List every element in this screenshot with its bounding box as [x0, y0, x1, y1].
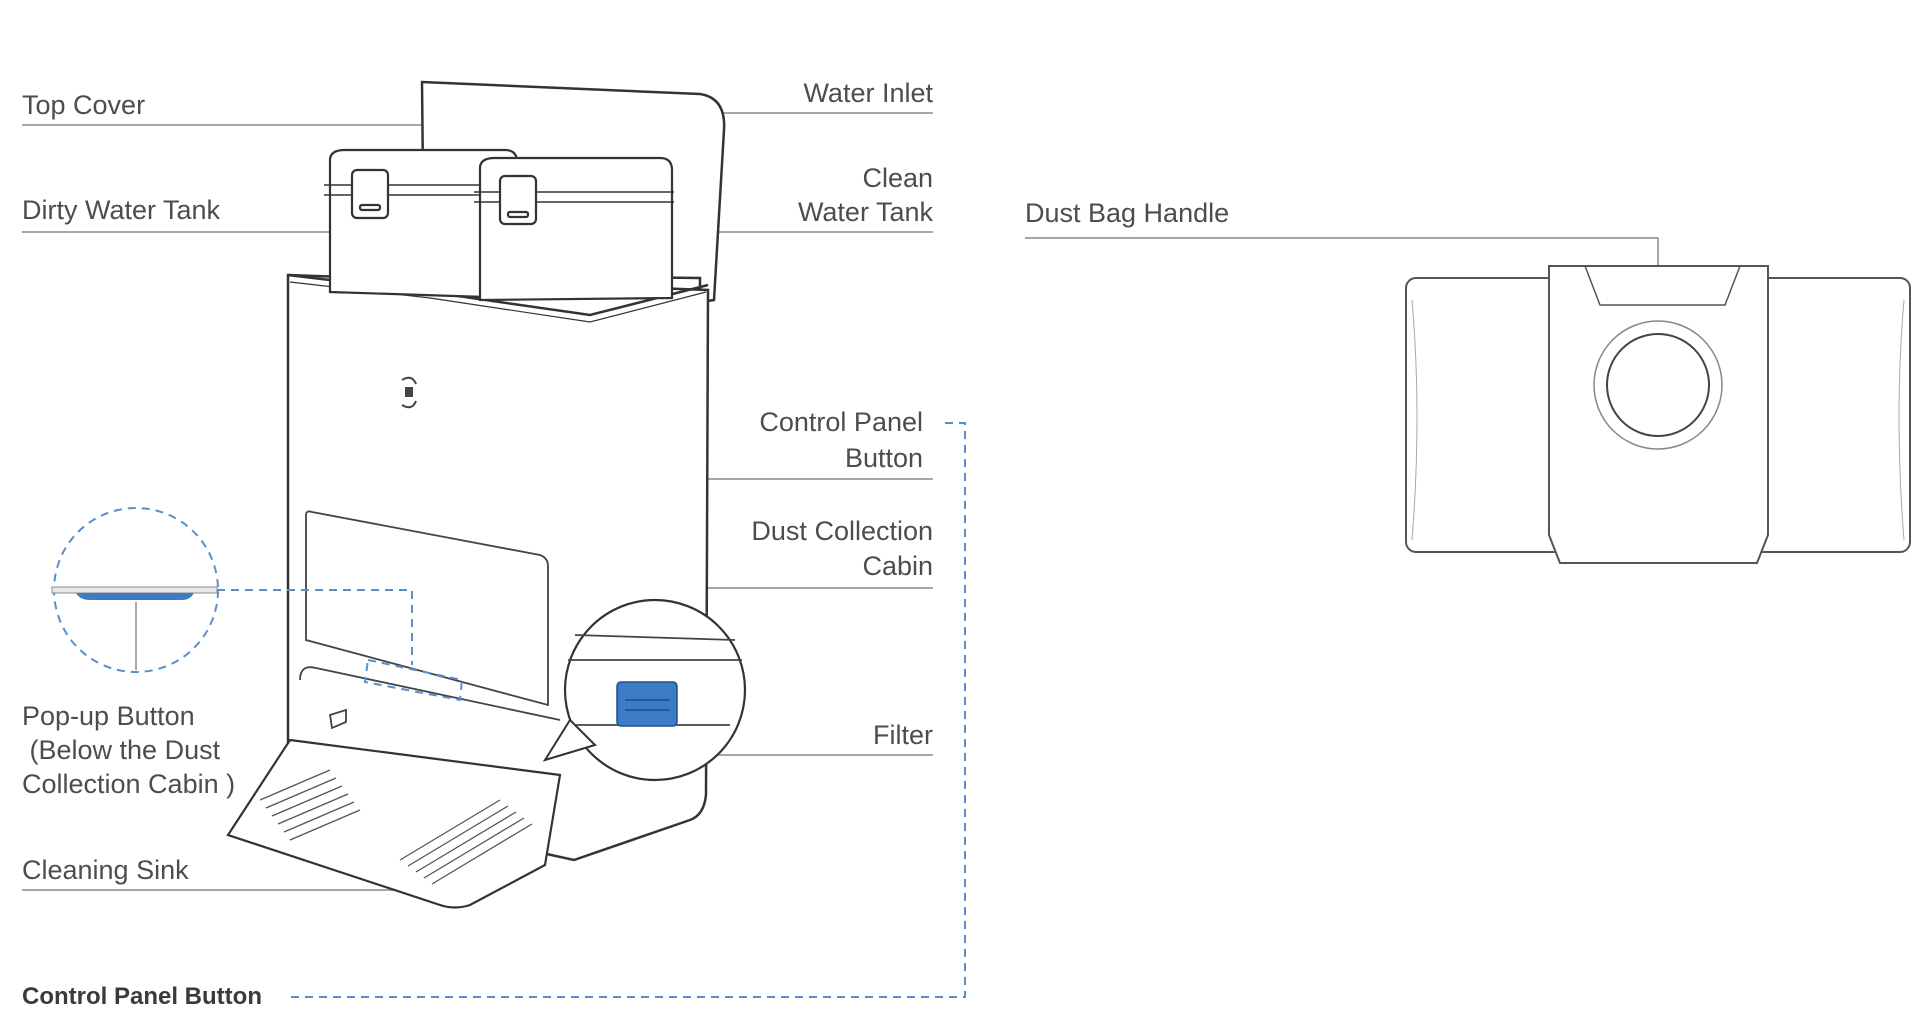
label-dirty-water-tank: Dirty Water Tank [22, 195, 221, 225]
filter-part [616, 681, 678, 727]
label-dust-bag-handle: Dust Bag Handle [1025, 198, 1230, 228]
control-panel-button-glyph [401, 376, 417, 409]
filter-magnifier [542, 598, 747, 782]
label-dust-collection-cabin-line1: Dust Collection [751, 516, 933, 546]
popup-button-magnifier [51, 507, 219, 673]
label-popup-button-line1: Pop-up Button [22, 701, 195, 731]
label-popup-button-line3: Collection Cabin ) [22, 769, 236, 799]
dirty-water-tank-art [324, 148, 519, 300]
label-control-panel-button-footer: Control Panel Button [22, 983, 262, 1010]
label-water-inlet: Water Inlet [803, 78, 933, 108]
cleaning-sink-grooves [259, 769, 533, 885]
label-filter: Filter [873, 720, 933, 750]
cleaning-sink-art [226, 738, 562, 909]
popup-button-dashed-guides [217, 589, 464, 702]
label-control-panel-button-line2: Button [844, 443, 923, 473]
label-popup-button-line2: (Below the Dust [22, 735, 221, 765]
label-clean-water-tank-line1: Clean [862, 163, 933, 193]
label-control-panel-button-line1: Control Panel [759, 407, 923, 437]
label-top-cover: Top Cover [22, 90, 146, 120]
clean-water-tank-art [474, 156, 674, 302]
dust-collection-cabin-art [299, 510, 561, 730]
label-cleaning-sink: Cleaning Sink [22, 855, 189, 885]
label-clean-water-tank-line2: Water Tank [797, 197, 933, 227]
dust-bag-art [1405, 265, 1911, 564]
label-dust-collection-cabin-line2: Cabin [862, 551, 933, 581]
leader-dust-bag-handle [1025, 237, 1659, 275]
